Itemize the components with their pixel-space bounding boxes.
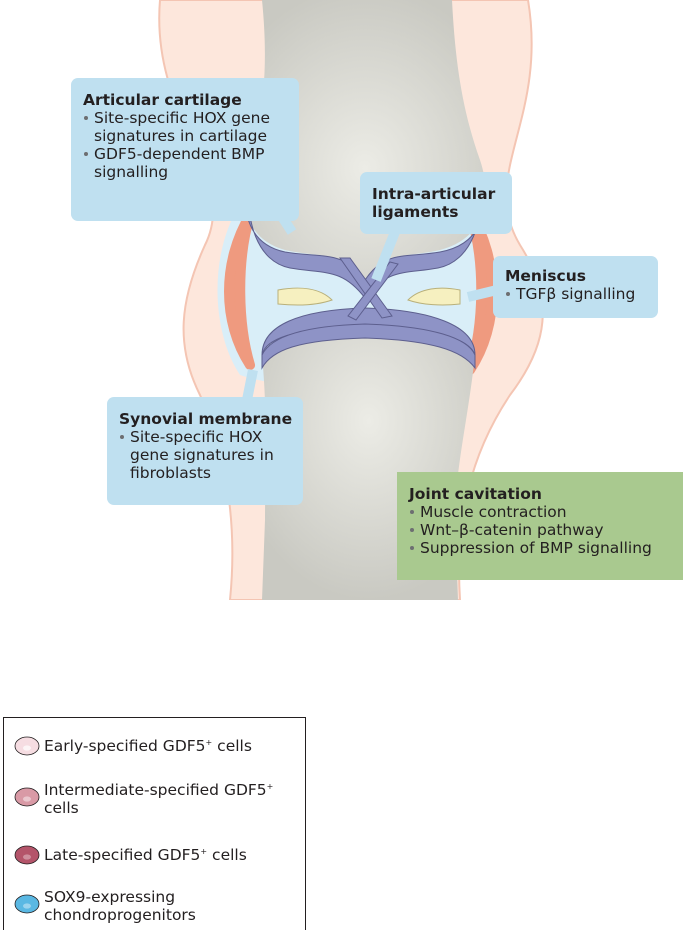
callout-bullet: Muscle contraction xyxy=(409,503,677,521)
callout-joint-cavitation: Joint cavitation Muscle contraction Wnt–… xyxy=(397,472,683,580)
callout-intra-articular-ligaments: Intra-articular ligaments xyxy=(360,172,512,234)
callout-title: Articular cartilage xyxy=(83,91,289,109)
legend-label: SOX9-expressing chondroprogenitors xyxy=(44,888,309,924)
callout-bullet: TGFβ signalling xyxy=(505,285,648,303)
cell-swatch-icon xyxy=(14,845,40,865)
legend-label: Late-specified GDF5+ cells xyxy=(44,846,309,864)
cell-type-legend: Early-specified GDF5+ cells Intermediate… xyxy=(3,717,306,930)
legend-label: Intermediate-specified GDF5+ cells xyxy=(44,781,309,817)
callout-bullet: Site-specific HOX gene signatures in car… xyxy=(83,109,289,145)
cell-swatch-icon xyxy=(14,787,40,807)
callout-bullet: Suppression of BMP signalling xyxy=(409,539,677,557)
callout-synovial-membrane: Synovial membrane Site-specific HOX gene… xyxy=(107,397,303,505)
legend-label: Early-specified GDF5+ cells xyxy=(44,737,309,755)
callout-title: Intra-articular ligaments xyxy=(372,185,502,221)
callout-bullet: Site-specific HOX gene signatures in fib… xyxy=(119,428,293,482)
callout-title: Synovial membrane xyxy=(119,410,293,428)
callout-bullet: Wnt–β-catenin pathway xyxy=(409,521,677,539)
callout-title: Joint cavitation xyxy=(409,485,677,503)
cell-swatch-icon xyxy=(14,736,40,756)
callout-bullet: GDF5-dependent BMP signalling xyxy=(83,145,289,181)
callout-meniscus: Meniscus TGFβ signalling xyxy=(493,256,658,318)
callout-title: Meniscus xyxy=(505,267,648,285)
callout-articular-cartilage: Articular cartilage Site-specific HOX ge… xyxy=(71,78,299,221)
cell-swatch-icon xyxy=(14,894,40,914)
